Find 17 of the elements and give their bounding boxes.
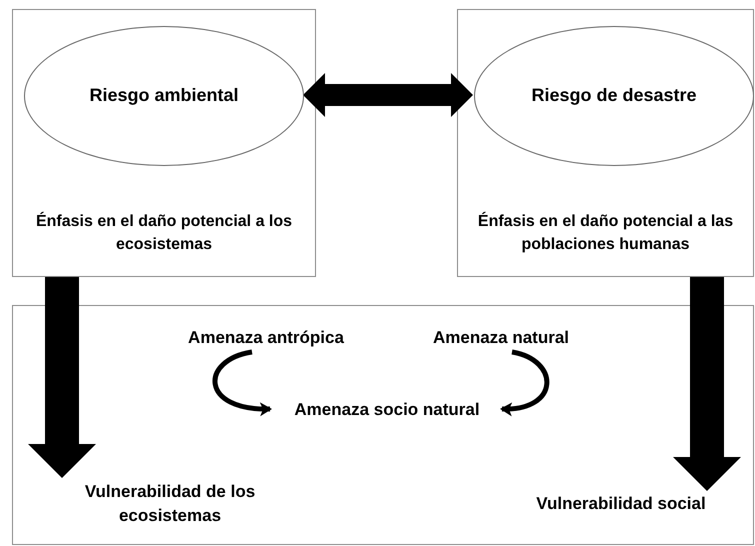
concept-label: Amenaza socio natural	[294, 399, 480, 422]
concept-label: Amenaza natural	[432, 327, 570, 350]
panel-text: Énfasis en el daño potencial a los ecosistemas	[34, 210, 294, 256]
curved-arrow	[212, 350, 272, 416]
block-arrow	[28, 277, 96, 478]
concept-panel	[12, 9, 316, 277]
curved-arrow	[500, 350, 550, 416]
block-arrow	[303, 73, 473, 117]
concept-label: Vulnerabilidad de los ecosistemas	[84, 481, 256, 527]
ellipse-label: Riesgo ambiental	[89, 84, 239, 108]
ellipse-label: Riesgo de desastre	[531, 84, 697, 108]
block-arrow	[673, 277, 741, 491]
content-panel	[12, 305, 754, 545]
panel-text: Énfasis en el daño potencial a las poblaciones humanas	[476, 210, 734, 256]
concept-label: Vulnerabilidad social	[536, 493, 706, 516]
concept-panel	[457, 9, 754, 277]
concept-label: Amenaza antrópica	[188, 327, 344, 350]
